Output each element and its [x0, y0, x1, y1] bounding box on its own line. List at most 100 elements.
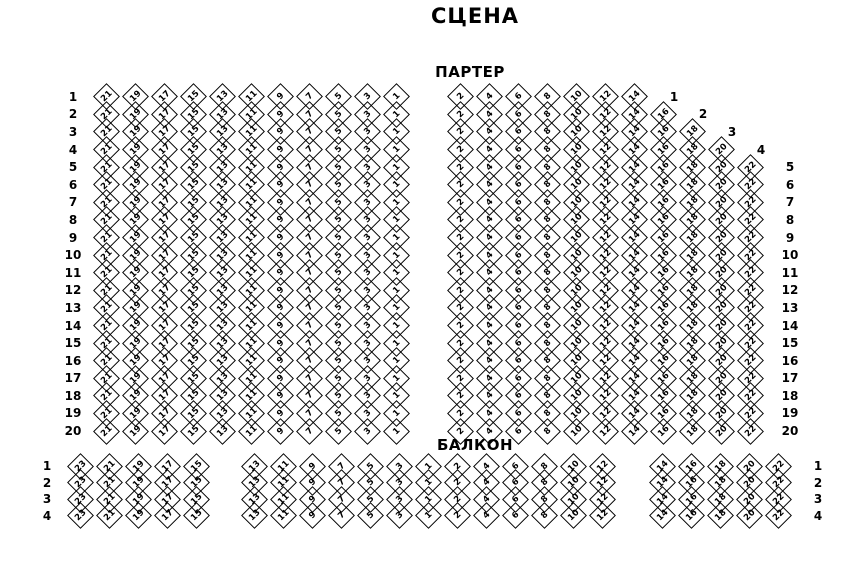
row-label: 12	[781, 283, 799, 298]
seat-11[interactable]: 11	[238, 417, 265, 445]
row-label: 7	[68, 195, 78, 210]
row-label: 2	[68, 107, 78, 122]
row-label: 5	[68, 160, 78, 175]
row-label: 6	[785, 177, 795, 192]
seat-number: 3	[361, 407, 373, 419]
parterre-label: ПАРТЕР	[435, 63, 505, 81]
row-label: 13	[64, 300, 82, 315]
seat-14[interactable]: 14	[621, 417, 648, 445]
seat-number: 17	[156, 423, 173, 439]
row-label: 11	[64, 265, 82, 280]
seat-8[interactable]: 8	[534, 417, 561, 445]
row-label: 9	[68, 230, 78, 245]
row-label: 18	[64, 388, 82, 403]
seat-number: 18	[712, 507, 729, 524]
row-label: 19	[64, 406, 82, 421]
row-label: 16	[781, 353, 799, 368]
seat-9[interactable]: 9	[267, 417, 294, 445]
seat-16[interactable]: 16	[650, 417, 677, 445]
row-label: 3	[68, 124, 78, 139]
seat-number: 6	[512, 425, 524, 437]
seat-number: 21	[101, 507, 118, 524]
seat-13[interactable]: 13	[209, 417, 236, 445]
seat-17[interactable]: 17	[151, 417, 178, 445]
seat-number: 4	[480, 509, 492, 522]
seat-number: 14	[626, 423, 643, 439]
seat-number: 10	[568, 423, 585, 439]
seat-number: 5	[364, 509, 376, 522]
seat-10[interactable]: 10	[563, 417, 590, 445]
row-label: 20	[781, 424, 799, 439]
seat-number: 6	[512, 407, 524, 419]
seat-number: 8	[541, 407, 553, 419]
seat-number: 12	[597, 423, 614, 439]
seat-5[interactable]: 5	[325, 417, 352, 445]
row-label: 7	[785, 195, 795, 210]
seat-1[interactable]: 1	[383, 417, 410, 445]
seat-number: 23	[72, 507, 89, 524]
seat-number: 4	[483, 407, 495, 419]
seat-20[interactable]: 20	[708, 417, 735, 445]
seat-number: 16	[655, 423, 672, 439]
row-label: 15	[781, 336, 799, 351]
seat-number: 17	[159, 507, 176, 524]
seat-22[interactable]: 22	[737, 417, 764, 445]
seat-12[interactable]: 12	[592, 417, 619, 445]
seat-3[interactable]: 3	[354, 417, 381, 445]
seat-number: 20	[741, 507, 758, 524]
row-label: 4	[756, 142, 766, 157]
row-label: 6	[68, 177, 78, 192]
row-label: 20	[64, 424, 82, 439]
row-label: 1	[68, 89, 78, 104]
seat-number: 1	[390, 425, 402, 437]
row-label: 8	[68, 212, 78, 227]
seat-number: 1	[390, 407, 402, 419]
row-label: 11	[781, 265, 799, 280]
seat-number: 11	[275, 507, 292, 524]
seat-number: 8	[541, 425, 553, 437]
seat-21[interactable]: 21	[93, 417, 120, 445]
seat-number: 22	[770, 507, 787, 524]
seat-number: 21	[98, 423, 115, 439]
seat-19[interactable]: 19	[122, 417, 149, 445]
seat-number: 13	[214, 423, 231, 439]
seat-7[interactable]: 7	[296, 417, 323, 445]
row-label: 8	[785, 212, 795, 227]
seat-15[interactable]: 15	[180, 417, 207, 445]
row-label: 17	[64, 371, 82, 386]
seat-number: 14	[654, 507, 671, 524]
seat-number: 9	[274, 407, 286, 419]
seat-number: 9	[274, 425, 286, 437]
balcony-label: БАЛКОН	[436, 436, 514, 454]
seat-18[interactable]: 18	[679, 417, 706, 445]
